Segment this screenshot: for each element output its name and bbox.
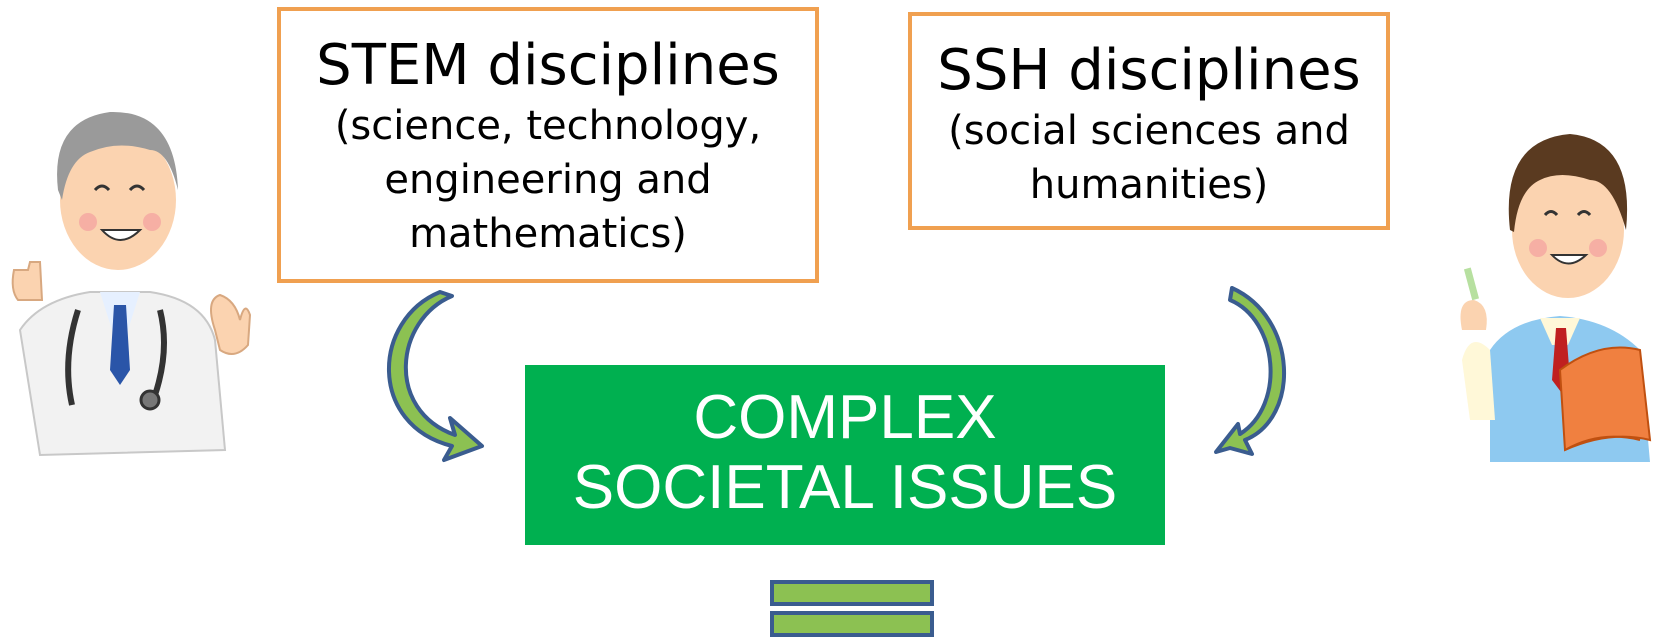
stem-line-3: mathematics): [409, 211, 687, 257]
ssh-line-2: humanities): [1029, 162, 1269, 208]
doctor-icon: [11, 111, 252, 457]
left-curved-arrow-icon: [387, 290, 484, 462]
ssh-title: SSH disciplines: [937, 38, 1361, 103]
right-curved-arrow-icon: [1214, 286, 1286, 456]
center-line-2: SOCIETAL ISSUES: [572, 453, 1118, 522]
stem-line-1: (science, technology,: [334, 103, 762, 149]
ssh-disciplines-box: SSH disciplines (social sciences and hum…: [908, 12, 1390, 230]
center-line-1: COMPLEX: [693, 383, 997, 452]
equals-sign-icon: [770, 580, 934, 637]
ssh-line-1: (social sciences and: [948, 108, 1350, 154]
stem-disciplines-box: STEM disciplines (science, technology, e…: [277, 7, 819, 283]
stem-title: STEM disciplines: [316, 33, 780, 98]
complex-societal-issues-box: COMPLEX SOCIETAL ISSUES: [525, 365, 1165, 545]
teacher-icon: [1460, 134, 1652, 462]
stem-line-2: engineering and: [384, 157, 712, 203]
